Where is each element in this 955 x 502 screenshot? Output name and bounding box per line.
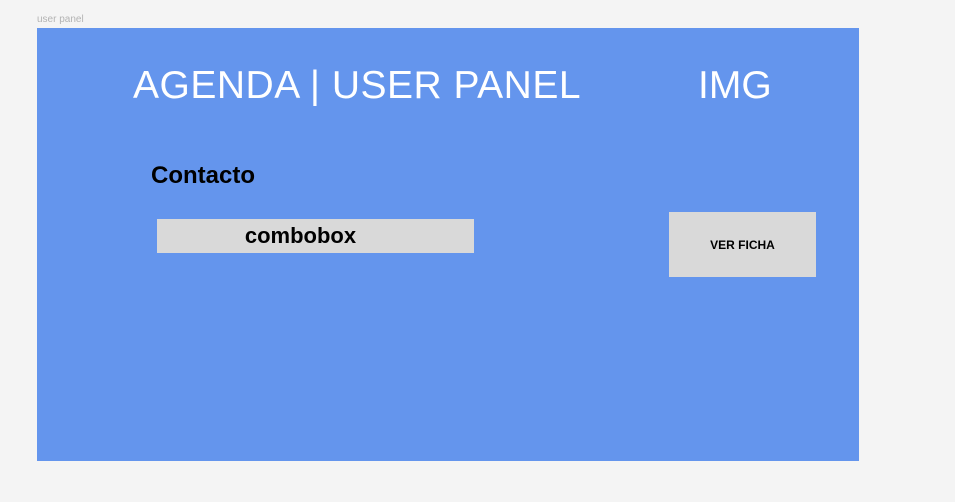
ver-ficha-label: VER FICHA xyxy=(710,237,775,252)
combobox-value: combobox xyxy=(244,223,357,248)
page-title: AGENDA | USER PANEL xyxy=(133,64,582,107)
frame-label: user panel xyxy=(37,14,84,25)
ver-ficha-button[interactable]: VER FICHA xyxy=(669,212,816,277)
contact-label: Contacto xyxy=(151,162,255,189)
image-placeholder: IMG xyxy=(698,64,772,107)
user-panel-frame: AGENDA | USER PANEL IMG Contacto combobo… xyxy=(37,28,859,461)
contact-combobox[interactable]: combobox xyxy=(157,219,474,253)
